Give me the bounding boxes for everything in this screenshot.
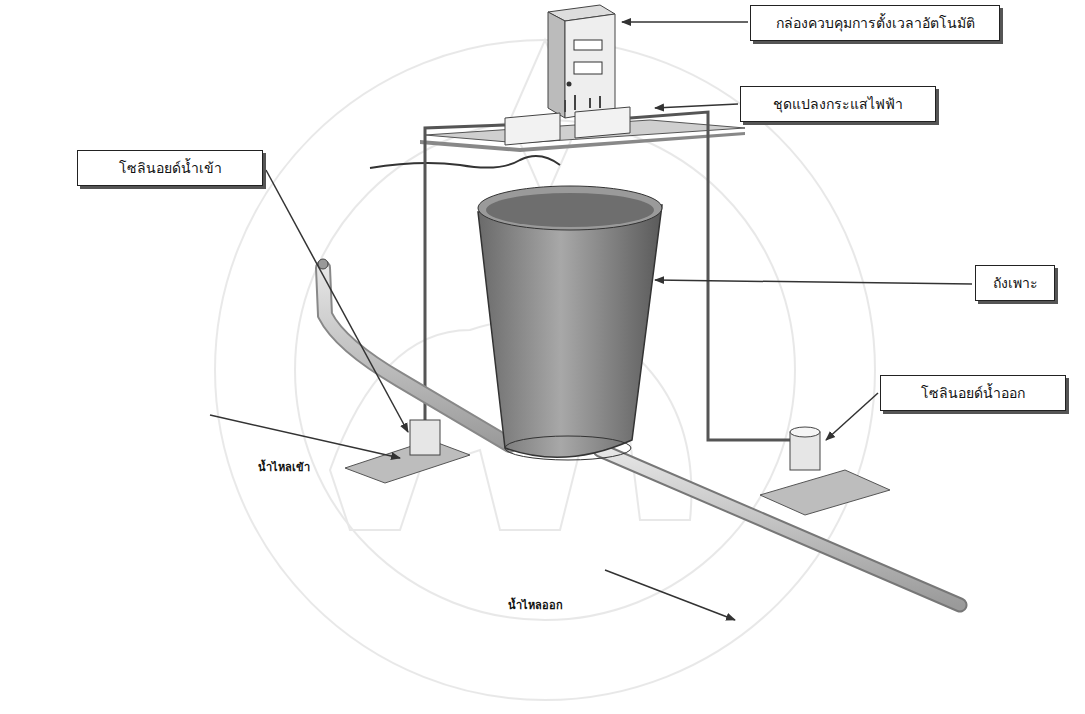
inlet-solenoid [345,420,470,483]
leader-arrows [210,22,972,620]
callout-text: ชุดแปลงกระแสไฟฟ้า [773,93,903,115]
converter-unit [420,95,745,152]
callout-box: ถังเพาะ [975,265,1055,301]
outlet-wire [630,112,790,440]
callout-box: โซลินอยด์น้ำออก [880,375,1066,411]
callout-box: กล่องควบคุมการตั้งเวลาอัตโนมัติ [750,5,1000,41]
callout-text: โซลินอยด์น้ำเข้า [119,157,222,179]
outlet-solenoid [760,427,890,515]
timer-control-box [548,5,615,118]
watermark-seal [215,40,875,700]
callout-text: กล่องควบคุมการตั้งเวลาอัตโนมัติ [776,12,975,34]
callout-box: ชุดแปลงกระแสไฟฟ้า [740,86,936,122]
callout-box: โซลินอยด์น้ำเข้า [77,150,263,186]
culture-tank [478,186,662,460]
inlet-pipe [323,268,510,445]
outlet-pipe [600,450,960,605]
callout-text: โซลินอยด์น้ำออก [921,382,1025,404]
flow-label: น้ำไหลเข้า [258,458,310,476]
flow-label: น้ำไหลออก [508,596,563,614]
callout-text: ถังเพาะ [993,272,1038,294]
power-cord [370,156,560,168]
